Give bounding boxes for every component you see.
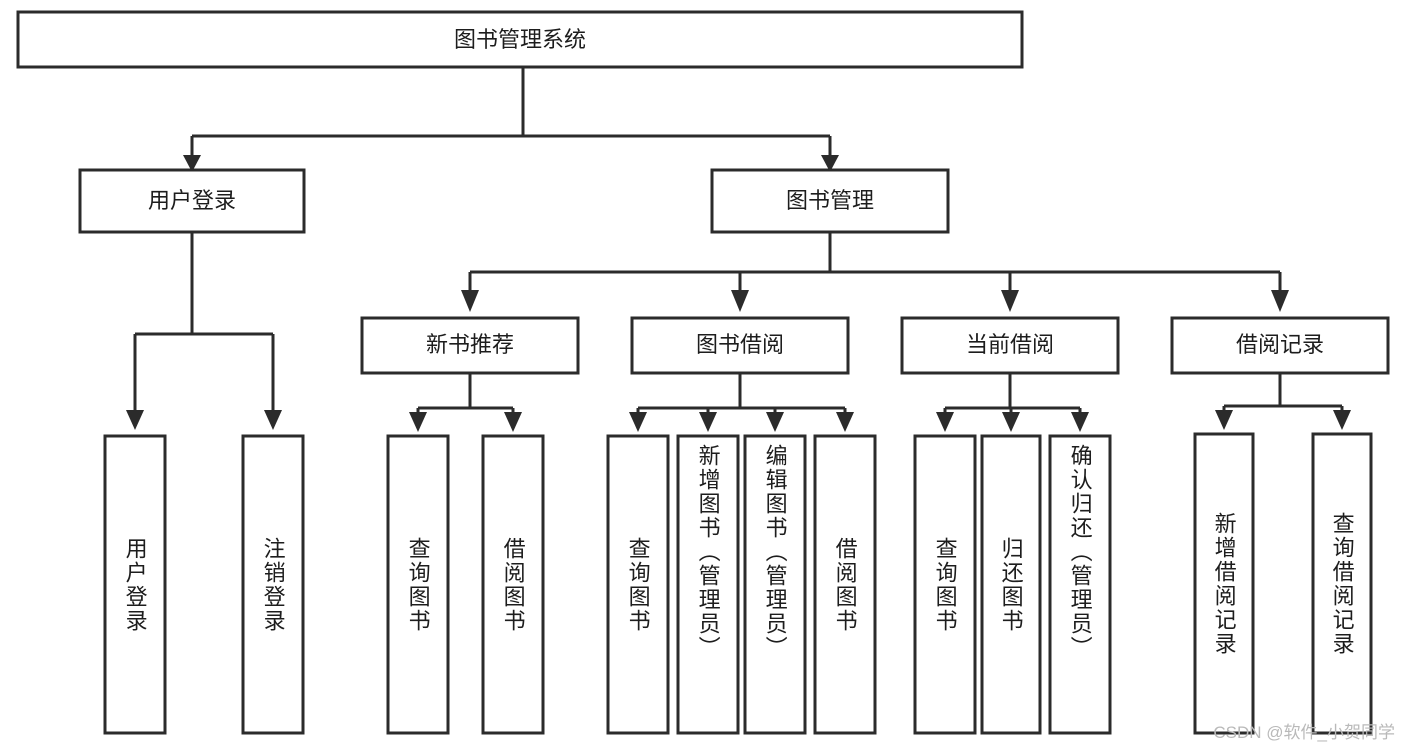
connector-book-manage-children [461,232,1289,312]
node-new-book-recommend[interactable] [360,316,580,375]
arrow-to-user-login [183,155,201,172]
node-root[interactable] [16,10,1024,69]
node-borrow-record-label: 借阅记录 [1236,332,1324,357]
node-user-login[interactable] [78,168,306,234]
node-user-login-label: 用户登录 [148,188,236,213]
connector-borrow-record-children [1215,373,1351,430]
leaf-book-borrow-0[interactable] [606,434,670,735]
node-book-manage[interactable] [710,168,950,234]
csdn-watermark: CSDN @软件_小贺同学 [1213,723,1395,742]
connector-user-login-children [126,232,282,430]
leaf-user-login-1[interactable] [241,434,305,735]
connector-root-trunk [190,67,832,156]
leaf-current-borrow-0[interactable] [913,434,977,735]
node-current-borrow-label: 当前借阅 [966,332,1054,357]
leaf-book-borrow-2[interactable] [743,434,807,735]
leaf-new-book-1[interactable] [481,434,545,735]
leaf-user-login-0[interactable] [103,434,167,735]
node-current-borrow[interactable] [900,316,1120,375]
leaf-current-borrow-1[interactable] [980,434,1042,735]
leaf-book-borrow-1[interactable] [676,434,740,735]
arrow-to-book-manage [821,155,839,172]
connector-book-borrow-children [629,373,854,432]
leaf-new-book-0[interactable] [386,434,450,735]
node-new-book-recommend-label: 新书推荐 [426,332,514,357]
leaf-book-borrow-3[interactable] [813,434,877,735]
node-book-borrow-label: 图书借阅 [696,332,784,357]
leaf-current-borrow-2[interactable] [1048,434,1112,735]
connector-new-book-children [409,373,522,432]
node-root-label: 图书管理系统 [454,27,586,52]
connector-current-borrow-children [936,373,1089,432]
node-borrow-record[interactable] [1170,316,1390,375]
leaf-borrow-record-0[interactable] [1193,432,1255,735]
node-book-borrow[interactable] [630,316,850,375]
node-book-manage-label: 图书管理 [786,188,874,213]
leaf-borrow-record-1[interactable] [1311,432,1373,735]
